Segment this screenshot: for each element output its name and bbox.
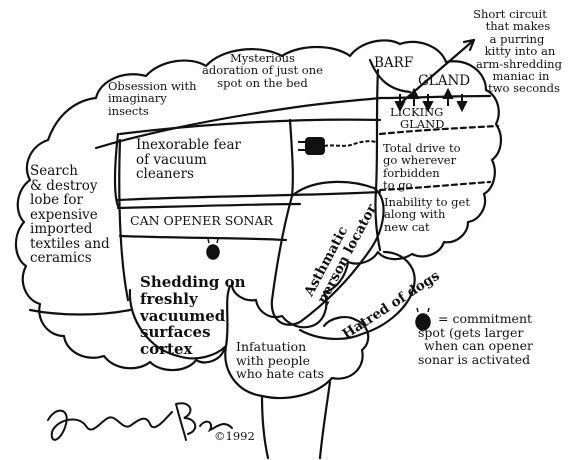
- label-search-destroy: Search & destroy lobe for expensive impo…: [30, 163, 110, 267]
- commitment-spot-icon: [206, 238, 220, 260]
- divider-under-mysterious: [118, 118, 382, 136]
- label-gland: GLAND: [418, 73, 471, 89]
- label-can-opener-sonar: CAN OPENER SONAR: [130, 213, 273, 228]
- copyright-year: ©1992: [214, 429, 255, 443]
- divider-gland-bottom: [378, 94, 492, 100]
- divider-barf: [368, 58, 412, 94]
- legend-commitment-spot: = commitment spot (gets larger when can …: [418, 311, 533, 367]
- divider-vac-right: [288, 118, 294, 198]
- label-shedding-cortex: Shedding on freshly vacuumed surfaces co…: [140, 273, 246, 359]
- divider-can-bottom: [118, 234, 288, 242]
- divider-search-bottom: [28, 308, 132, 316]
- divider-top-left: [94, 96, 382, 150]
- divider-search-right: [118, 138, 130, 302]
- asthmatic-lobe: [270, 180, 385, 326]
- brain-stem: [260, 380, 332, 460]
- infatuation-lobe: [224, 316, 370, 400]
- short-circuit-arrowhead: [462, 38, 476, 52]
- electric-plug-icon: [298, 137, 377, 155]
- brain-outline: [46, 39, 502, 329]
- dogs-lobe: [298, 250, 416, 341]
- label-inability: Inability to get along with new cat: [384, 195, 470, 234]
- label-total-drive: Total drive to go wherever forbidden to …: [383, 141, 461, 193]
- gland-arrows: [394, 87, 468, 113]
- divider-licking-bottom: [378, 124, 500, 136]
- legend-commitment-spot-icon: [415, 307, 431, 331]
- divider-drive-bottom: [378, 180, 492, 192]
- label-infatuation: Infatuation with people who hate cats: [236, 339, 325, 381]
- shedding-lobe-bottom: [128, 284, 232, 360]
- brain-outline-left: [14, 138, 226, 372]
- label-obsession: Obsession with imaginary insects: [108, 79, 197, 118]
- label-short-circuit: Short circuit that makes a purring kitty…: [473, 7, 562, 96]
- label-vacuum-fear: Inexorable fear of vacuum cleaners: [136, 137, 241, 183]
- label-licking-gland: LICKING GLAND: [390, 105, 445, 132]
- label-mysterious-adoration: Mysterious adoration of just one spot on…: [202, 51, 323, 90]
- divider-vac-left: [113, 132, 120, 208]
- divider-vac-bottom: [116, 190, 382, 202]
- divider-can-top: [116, 202, 302, 210]
- artist-signature: [47, 402, 233, 441]
- label-barf: BARF: [374, 55, 414, 71]
